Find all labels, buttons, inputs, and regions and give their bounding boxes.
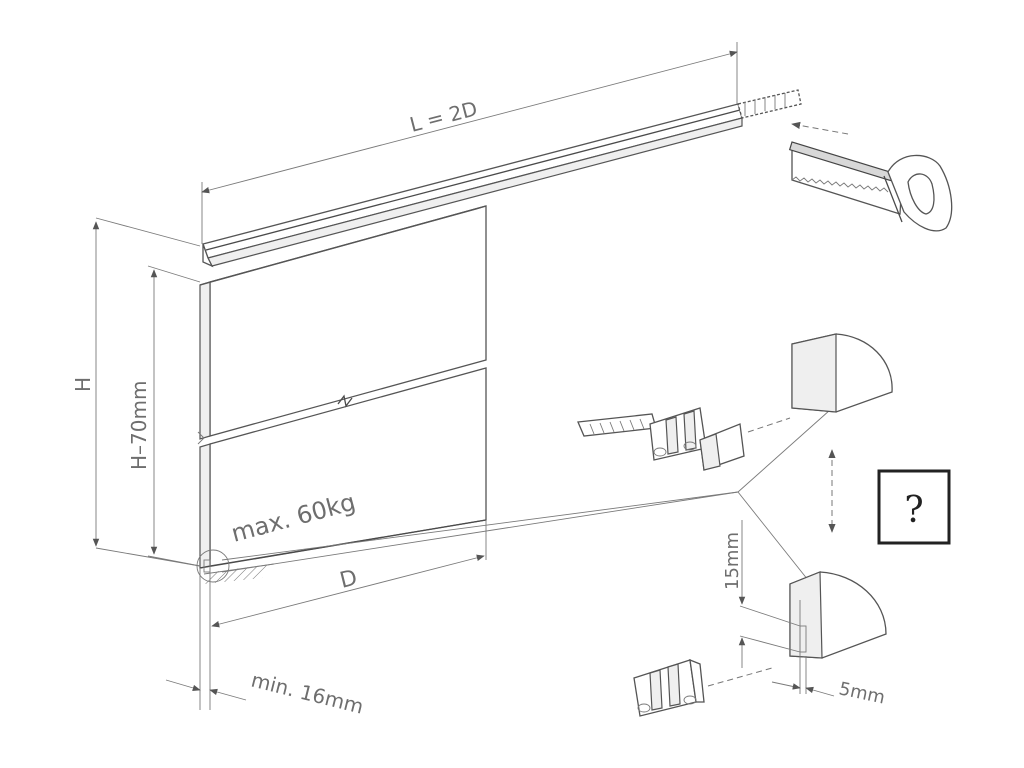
height-dimension: H [71, 217, 201, 567]
groove-width-dimension: 5mm [771, 656, 887, 709]
door-corner-detail-top [791, 333, 893, 413]
height-label: H [71, 377, 95, 392]
door-height-dimension: H–70mm [127, 265, 201, 567]
door-corner-detail-bottom [789, 571, 887, 659]
door-width-dimension: D [211, 520, 487, 628]
floor-guide-part [577, 407, 791, 471]
door-height-label: H–70mm [127, 381, 151, 470]
min-thickness-dimension: min. 16mm [165, 568, 366, 719]
min-thickness-label: min. 16mm [249, 668, 366, 719]
floor-guide-part-small [633, 658, 773, 717]
guide-height-label: 15mm [722, 532, 743, 590]
help-box[interactable]: ? [877, 469, 951, 545]
question-mark-icon: ? [904, 490, 923, 531]
groove-width-label: 5mm [837, 678, 887, 708]
door-panel [197, 205, 487, 569]
rail-length-label: L = 2D [407, 96, 480, 137]
guide-height-dimension: 15mm [722, 520, 801, 668]
door-width-label: D [337, 565, 359, 593]
saw-icon [788, 121, 953, 232]
rail-track [202, 89, 802, 268]
